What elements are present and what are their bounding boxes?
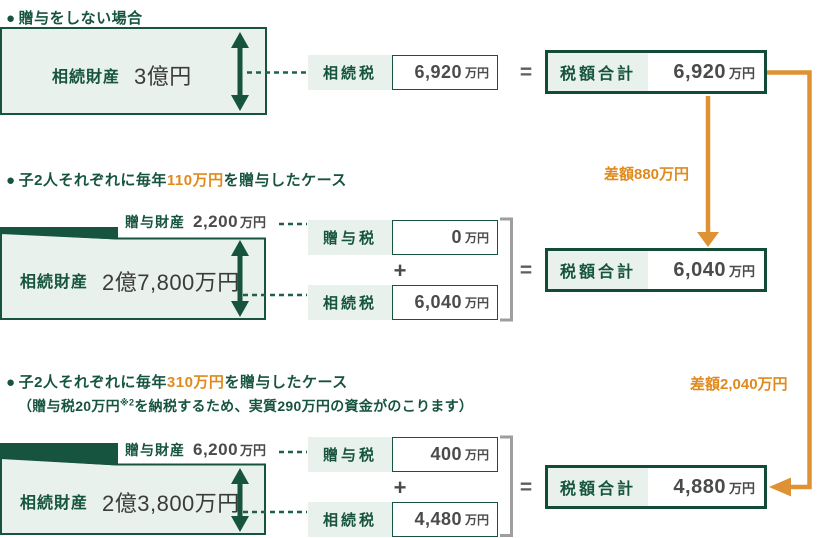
tax-unit: 万円 <box>464 448 489 462</box>
bracket-2 <box>500 217 513 322</box>
case2-heading: ●子2人それぞれに毎年110万円を贈与したケース <box>6 172 347 189</box>
tax-amount: 400 <box>430 444 462 464</box>
tax-unit: 万円 <box>464 296 489 310</box>
total-unit: 万円 <box>728 263 755 279</box>
estate-value-3: 2億3,800万円 <box>102 491 240 516</box>
total-amount: 4,880 <box>673 475 726 498</box>
total-unit: 万円 <box>728 480 755 496</box>
tax-amount: 0 <box>451 227 462 247</box>
total-unit: 万円 <box>728 65 755 81</box>
bullet-icon: ● <box>6 10 16 27</box>
case1-heading-text: 贈与をしない場合 <box>18 10 143 27</box>
estate-label-2: 相続財産 <box>20 274 89 291</box>
footnote-marker: ※2 <box>119 397 135 408</box>
equals-sign-3: = <box>519 476 533 499</box>
case1-heading: ●贈与をしない場合 <box>6 7 143 28</box>
bullet-icon: ● <box>6 172 16 189</box>
case3-subheading: （贈与税20万円※2を納税するため、実質290万円の資金がのこります） <box>18 397 474 414</box>
case2-heading-text: 子2人それぞれに毎年 <box>18 172 167 189</box>
height-double-arrow-1 <box>231 32 249 111</box>
case2-heading-highlight: 110万円 <box>166 172 224 189</box>
tax-name: 相続税 <box>308 55 392 90</box>
total-amount: 6,040 <box>673 258 726 281</box>
plus-sign-3: + <box>393 475 407 500</box>
tax-amount: 6,920 <box>414 62 462 82</box>
total-label: 税額合計 <box>548 53 648 91</box>
bullet-icon: ● <box>6 374 16 391</box>
gift-wedge-3 <box>0 443 118 466</box>
total-label: 税額合計 <box>548 251 648 289</box>
gift-assets-label-3: 贈与財産 6,200 万円 <box>125 440 267 459</box>
case3-heading: ●子2人それぞれに毎年310万円を贈与したケース <box>6 374 348 391</box>
tax-amount: 6,040 <box>414 292 462 312</box>
difference-label-2: 差額2,040万円 <box>690 376 788 393</box>
total-label: 税額合計 <box>548 468 648 506</box>
bracket-3 <box>500 435 513 537</box>
estate-box-1 <box>0 27 267 115</box>
equals-sign-2: = <box>519 259 533 282</box>
estate-value-2: 2億7,800万円 <box>102 270 240 295</box>
tax-name: 相続税 <box>308 285 392 320</box>
height-double-arrow-3 <box>231 468 249 532</box>
equals-sign-1: = <box>519 61 533 84</box>
tax-unit: 万円 <box>464 231 489 245</box>
tax-unit: 万円 <box>464 513 489 527</box>
total-amount: 6,920 <box>673 60 726 83</box>
tax-name: 贈与税 <box>308 437 392 472</box>
estate-label-1: 相続財産 <box>52 69 121 86</box>
height-double-arrow-2 <box>231 240 249 317</box>
orange-connector-case1-to-case3 <box>766 70 812 497</box>
gift-assets-label-2: 贈与財産 2,200 万円 <box>125 212 267 231</box>
case3-heading-highlight: 310万円 <box>166 374 225 391</box>
estate-value-1: 3億円 <box>134 64 192 89</box>
estate-label-3: 相続財産 <box>20 495 89 512</box>
gift-wedge-2 <box>0 227 118 240</box>
tax-name: 相続税 <box>308 502 392 537</box>
tax-amount: 4,480 <box>414 509 462 529</box>
tax-name: 贈与税 <box>308 220 392 255</box>
case3-heading-text: 子2人それぞれに毎年 <box>18 374 167 391</box>
difference-label-1: 差額880万円 <box>604 166 690 183</box>
plus-sign-2: + <box>393 258 407 283</box>
tax-unit: 万円 <box>464 66 489 80</box>
orange-connector-case1-to-case2 <box>697 96 719 247</box>
